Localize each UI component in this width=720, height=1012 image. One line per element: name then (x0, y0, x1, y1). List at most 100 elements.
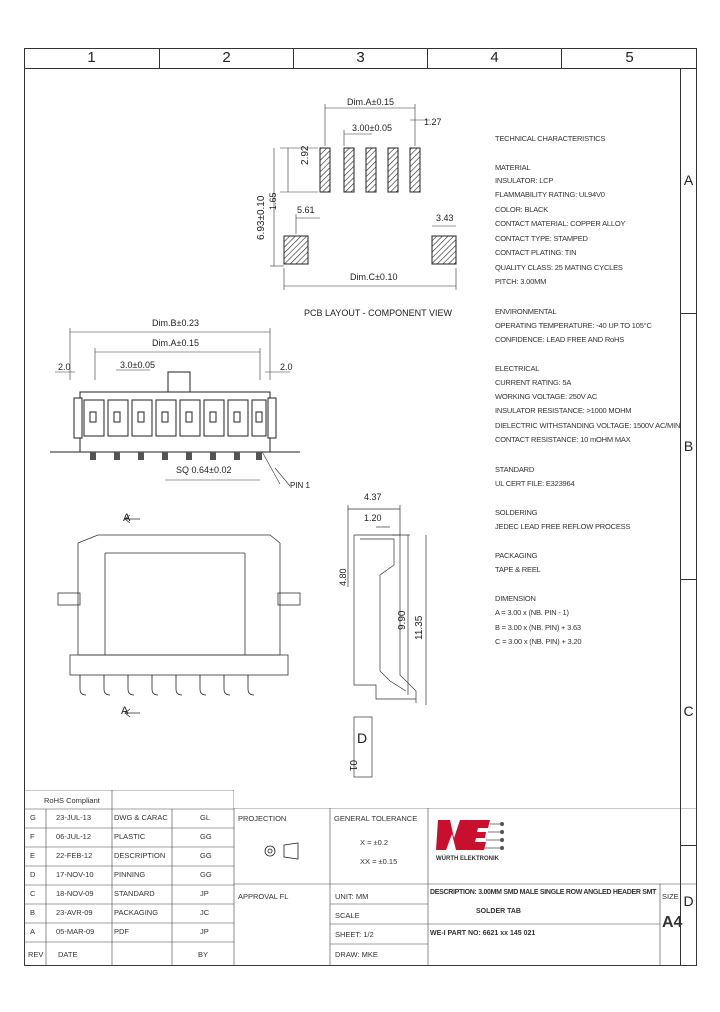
revision-table-grid (24, 790, 234, 966)
front-dim-a: Dim.A±0.15 (152, 338, 199, 348)
side-dim-990: 9.90 (397, 610, 408, 630)
spec-line: C = 3.00 x (NB. PIN) + 3.20 (495, 637, 582, 646)
tolerance-xx: XX = ±0.15 (360, 857, 398, 866)
front-view-drawing (50, 328, 300, 487)
spec-line: QUALITY CLASS: 25 MATING CYCLES (495, 263, 623, 272)
column-1: 1 (24, 48, 160, 68)
spec-line: CONTACT RESISTANCE: 10 mOHM MAX (495, 435, 631, 444)
size-value: A4 (662, 914, 683, 931)
spec-heading: DIMENSION (495, 594, 536, 603)
row-d: D (683, 893, 694, 909)
row-tick (681, 579, 697, 580)
side-dim-437: 4.37 (364, 492, 382, 502)
side-dim-480: 4.80 (338, 568, 348, 586)
side-dim-120: 1.20 (364, 513, 382, 523)
revision-cell: D (30, 870, 36, 879)
revision-cell: GL (200, 813, 211, 822)
pcb-dim-a: Dim.A±0.15 (347, 97, 394, 107)
pcb-dim-127: 1.27 (424, 117, 442, 127)
pcb-solder-tab (283, 235, 309, 265)
front-dim-2-left: 2.0 (58, 362, 71, 372)
revision-cell: 22-FEB-12 (56, 851, 93, 860)
pcb-dim-pitch: 3.00±0.05 (352, 123, 392, 133)
spec-line: UL CERT FILE: E323964 (495, 479, 575, 488)
pcb-pad (343, 147, 355, 193)
rohs-label: RoHS Compliant (44, 796, 100, 805)
revision-cell: E (30, 851, 36, 860)
spec-title: TECHNICAL CHARACTERISTICS (495, 134, 606, 143)
revision-cell: 18-NOV-09 (56, 889, 94, 898)
spec-heading: MATERIAL (495, 163, 531, 172)
side-dim-1135: 11.35 (414, 615, 425, 640)
brand-name: WÜRTH ELEKTRONIK (436, 856, 499, 862)
pcb-pad (365, 147, 377, 193)
revision-cell: 23-AVR-09 (56, 908, 93, 917)
revision-cell: DWG & CARAC (114, 813, 168, 822)
spec-heading: STANDARD (495, 465, 535, 474)
detail-d-number: 01 (347, 760, 358, 772)
revision-cell: STANDARD (114, 889, 155, 898)
spec-line: WORKING VOLTAGE: 250V AC (495, 392, 598, 401)
spec-line: CONFIDENCE: LEAD FREE AND RoHS (495, 335, 625, 344)
rev-header-by: BY (198, 950, 209, 959)
drawing-frame (24, 48, 697, 966)
revision-cell: JC (200, 908, 210, 917)
spec-line: PITCH: 3.00MM (495, 277, 547, 286)
row-divider (680, 69, 681, 966)
pcb-caption: PCB LAYOUT - COMPONENT VIEW (304, 308, 453, 318)
row-b: B (683, 438, 694, 454)
description: DESCRIPTION: 3.00MM SMD MALE SINGLE ROW … (430, 889, 657, 896)
front-dim-2-right: 2.0 (280, 362, 293, 372)
row-c: C (683, 703, 694, 719)
column-5: 5 (625, 49, 634, 66)
unit-label: UNIT: MM (335, 892, 369, 901)
title-block-grid (234, 808, 697, 966)
pcb-dim-165: 1.65 (268, 192, 278, 210)
spec-line: DIELECTRIC WITHSTANDING VOLTAGE: 1500V A… (495, 421, 681, 430)
tolerance-x: X = ±0.2 (360, 838, 389, 847)
revision-cell: JP (200, 927, 209, 936)
spec-line: OPERATING TEMPERATURE: -40 UP TO 105°C (495, 321, 652, 330)
pcb-dim-343: 3.43 (436, 213, 454, 223)
column-4: 4 (428, 48, 562, 68)
pcb-pad (319, 147, 331, 193)
tolerance-head: GENERAL TOLERANCE (334, 814, 418, 823)
row-a: A (683, 172, 694, 188)
spec-line: CONTACT TYPE: STAMPED (495, 234, 588, 243)
front-dim-b: Dim.B±0.23 (152, 318, 199, 328)
front-dim-sq: SQ 0.64±0.02 (176, 465, 232, 475)
scale-label: SCALE (335, 911, 360, 920)
revision-cell: GG (200, 851, 212, 860)
spec-heading: PACKAGING (495, 551, 538, 560)
pcb-solder-tab (431, 235, 457, 265)
pcb-dim-561: 5.61 (297, 205, 315, 215)
revision-cell: PACKAGING (114, 908, 159, 917)
description-line-2: SOLDER TAB (476, 908, 521, 915)
pcb-dim-292: 2.92 (300, 145, 311, 165)
detail-d-label: D (357, 730, 368, 746)
spec-line: B = 3.00 x (NB. PIN) + 3.63 (495, 623, 581, 632)
revision-cell: 23-JUL-13 (56, 813, 92, 822)
row-tick (681, 313, 697, 314)
revision-cell: PLASTIC (114, 832, 146, 841)
pcb-layout-drawing (270, 104, 457, 290)
revision-cell: JP (200, 889, 209, 898)
size-label: SIZE (662, 892, 679, 901)
part-number: WE-I PART NO: 6621 xx 145 021 (430, 930, 536, 937)
drawn-label: DRAW: MKE (335, 950, 378, 959)
section-a-bottom: A (121, 705, 129, 717)
front-dim-pitch: 3.0±0.05 (120, 360, 155, 370)
spec-line: CONTACT PLATING: TIN (495, 248, 577, 257)
spec-line: A = 3.00 x (NB. PIN - 1) (495, 608, 569, 617)
revision-cell: GG (200, 870, 212, 879)
pcb-pad (387, 147, 399, 193)
spec-heading: SOLDERING (495, 508, 538, 517)
pcb-pad (409, 147, 421, 193)
row-tick (681, 845, 697, 846)
revision-cell: B (30, 908, 36, 917)
spec-line: CONTACT MATERIAL: COPPER ALLOY (495, 219, 626, 228)
spec-line: CURRENT RATING: 5A (495, 378, 572, 387)
revision-cell: PINNING (114, 870, 146, 879)
revision-cell: F (30, 832, 35, 841)
column-2: 2 (160, 48, 294, 68)
